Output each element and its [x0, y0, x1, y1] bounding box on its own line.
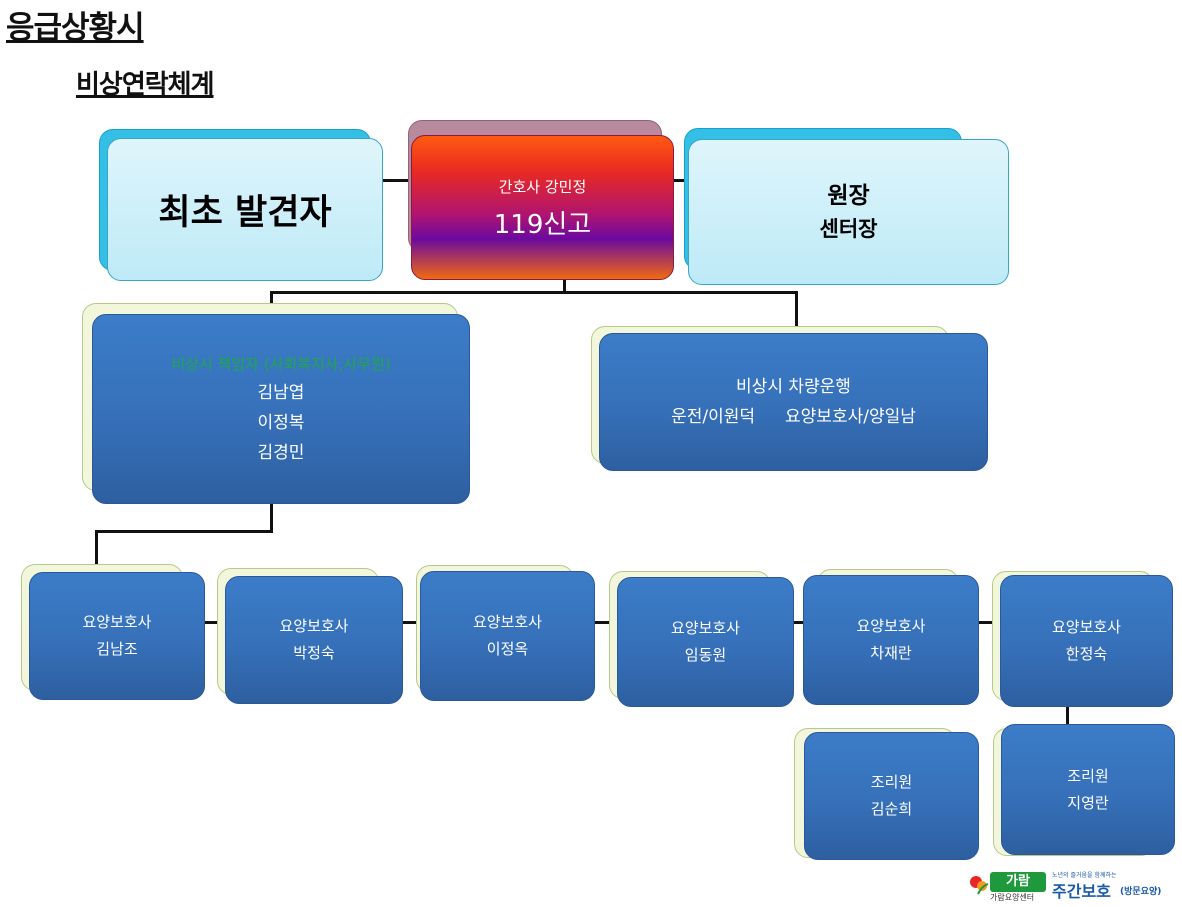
connector-branch-right [795, 291, 798, 327]
first-finder-node: 최초 발견자 [99, 129, 383, 281]
caregiver-role: 요양보호사 [670, 619, 740, 637]
caregiver-name: 임동원 [684, 646, 727, 664]
connector-branch-horizontal [270, 291, 798, 294]
first-finder-label: 최초 발견자 [158, 193, 332, 233]
logo-brand-mark: 가람 [990, 872, 1046, 892]
connector-finder-nurse [383, 179, 411, 182]
caregiver-node: 요양보호사 김남조 [21, 564, 205, 700]
caregiver-node: 요양보호사 임동원 [609, 571, 794, 707]
cook-role: 조리원 [870, 773, 913, 791]
connector-manager-down [270, 504, 273, 532]
caregiver-role: 요양보호사 [1051, 618, 1121, 636]
report-label: 119신고 [493, 209, 592, 240]
logo-tagline: 노년의 즐거움을 함께하는 [1052, 872, 1117, 879]
cook-node: 조리원 지영란 [993, 724, 1175, 856]
connector-nurse-director [674, 179, 688, 182]
page-subtitle: 비상연락체계 [76, 70, 215, 100]
caregiver-role: 요양보호사 [82, 613, 152, 631]
logo-brand: 가람요양센터 [990, 893, 1035, 902]
cook-role: 조리원 [1067, 766, 1109, 785]
caregiver-role: 요양보호사 [279, 617, 349, 635]
nurse-name: 간호사 강민정 [498, 177, 587, 196]
center-head-title: 센터장 [819, 217, 878, 241]
caregiver-name: 차재란 [870, 644, 912, 662]
vehicle-title: 비상시 차량운행 [736, 377, 851, 397]
connector-manager-left [95, 530, 273, 533]
caregiver-node: 요양보호사 이정옥 [416, 565, 595, 701]
caregiver-name: 김남조 [96, 640, 138, 658]
caregiver-name: 박정숙 [293, 644, 335, 662]
connector-caregiver-cook [1066, 707, 1069, 724]
flower-icon [970, 876, 989, 895]
page-title: 응급상황시 [6, 10, 145, 46]
director-title: 원장 [827, 183, 870, 209]
director-node: 원장 센터장 [684, 128, 1009, 285]
vehicle-driver: 운전/이원덕 [671, 407, 756, 427]
emergency-manager-role: 비상시 책임자 (사회복지사,사무원) [171, 354, 391, 373]
vehicle-node: 비상시 차량운행 운전/이원덕 요양보호사/양일남 [591, 326, 988, 471]
cook-name: 지영란 [1067, 793, 1109, 812]
manager-member: 김남엽 [257, 382, 305, 403]
caregiver-node: 요양보호사 박정숙 [217, 568, 403, 704]
connector-branch-left [270, 291, 273, 314]
manager-member: 김경민 [257, 442, 305, 463]
connector-nurse-down [563, 280, 566, 293]
caregiver-name: 이정옥 [486, 640, 529, 658]
manager-member: 이정복 [257, 412, 305, 433]
caregiver-role: 요양보호사 [856, 617, 926, 635]
logo-service-sub: (방문요양) [1120, 887, 1162, 897]
caregiver-node: 요양보호사 한정숙 [992, 571, 1173, 707]
center-logo: 가람 가람요양센터 노년의 즐거움을 함께하는 주간보호 (방문요양) [968, 870, 1173, 902]
caregiver-role: 요양보호사 [472, 613, 542, 631]
nurse-119-node: 간호사 강민정 119신고 [408, 120, 674, 280]
emergency-manager-node: 비상시 책임자 (사회복지사,사무원) 김남엽 이정복 김경민 [82, 303, 470, 504]
vehicle-caregiver: 요양보호사/양일남 [785, 407, 916, 427]
connector-caregivers-row [205, 621, 995, 624]
cook-node: 조리원 김순희 [794, 728, 979, 860]
cook-name: 김순희 [870, 800, 913, 818]
caregiver-name: 한정숙 [1065, 645, 1108, 663]
caregiver-node: 요양보호사 차재란 [803, 569, 979, 705]
connector-to-caregivers [95, 530, 98, 572]
logo-service: 주간보호 [1052, 882, 1111, 901]
